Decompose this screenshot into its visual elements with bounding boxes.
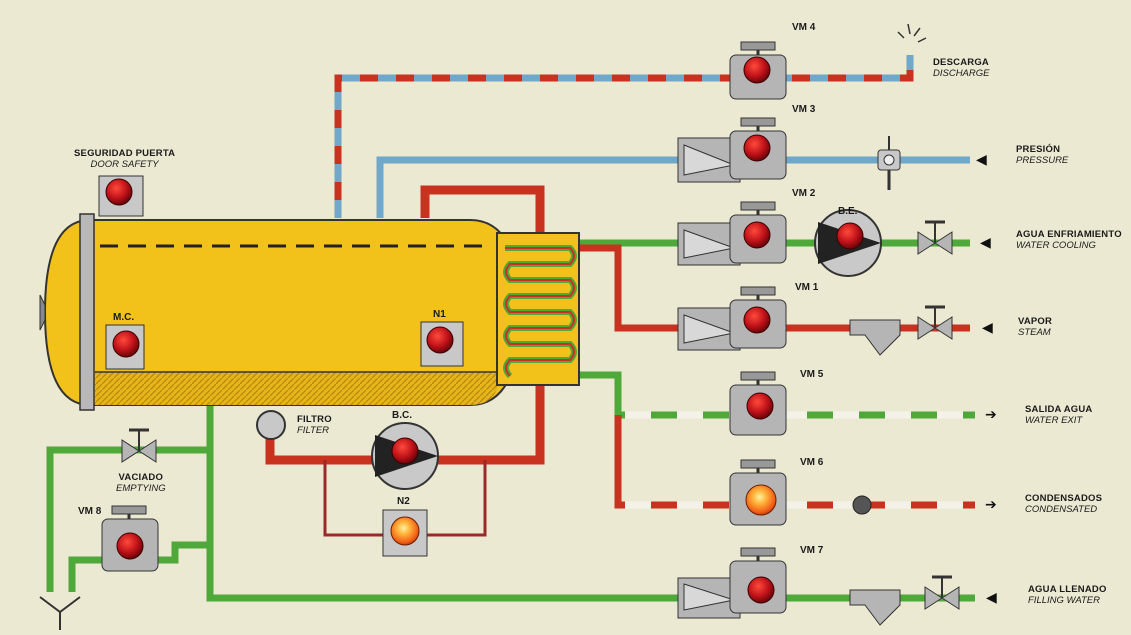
tag-vm5: VM 5 <box>800 369 824 380</box>
label-condensated: CONDENSADOS CONDENSATED <box>1025 493 1102 515</box>
tag-bc: B.C. <box>392 410 412 421</box>
tag-vm6: VM 6 <box>800 457 824 468</box>
label-pressure: PRESIÓN PRESSURE <box>1016 144 1068 166</box>
tag-vm2: VM 2 <box>792 188 816 199</box>
strainer-filling-icon <box>849 589 901 626</box>
label-discharge: DESCARGA DISCHARGE <box>933 57 989 79</box>
arrow-in-pressure-icon: ◀ <box>976 152 987 168</box>
label-water-cooling-es: AGUA ENFRIAMIENTO <box>1016 229 1122 240</box>
tag-vm7: VM 7 <box>800 545 824 556</box>
check-valve-icon <box>852 495 872 515</box>
drain-funnel-icon <box>39 596 81 630</box>
manual-valve-emptying-icon <box>121 428 157 463</box>
arrow-out-water-exit-icon: ➔ <box>985 407 997 423</box>
label-water-cooling: AGUA ENFRIAMIENTO WATER COOLING <box>1016 229 1122 251</box>
indicator-vm4[interactable] <box>743 56 771 84</box>
indicator-vm1[interactable] <box>743 306 771 334</box>
label-filter-en: FILTER <box>297 425 330 436</box>
pressure-regulator-icon <box>877 136 901 190</box>
indicator-mc[interactable] <box>112 330 140 358</box>
arrow-in-filling-icon: ◀ <box>986 590 997 606</box>
arrow-in-cooling-icon: ◀ <box>980 235 991 251</box>
indicator-n2[interactable] <box>390 516 420 546</box>
label-steam-es: VAPOR <box>1018 316 1053 327</box>
tag-be: B.E. <box>838 206 858 217</box>
indicator-vm2[interactable] <box>743 221 771 249</box>
pipe-emptying-branch <box>68 541 210 592</box>
label-filter: FILTRO FILTER <box>297 414 332 436</box>
label-condensated-es: CONDENSADOS <box>1025 493 1103 504</box>
label-door-safety-es: SEGURIDAD PUERTA <box>74 148 176 159</box>
indicator-bc[interactable] <box>391 437 419 465</box>
label-pressure-es: PRESIÓN <box>1016 144 1061 155</box>
label-condensated-en: CONDENSATED <box>1025 504 1098 515</box>
label-steam-en: STEAM <box>1018 327 1051 338</box>
tag-vm4: VM 4 <box>792 22 816 33</box>
pipe-steam <box>578 244 970 332</box>
heat-exchanger <box>496 232 580 386</box>
pipe-heating-loop <box>420 185 545 240</box>
tag-vm1: VM 1 <box>795 282 819 293</box>
arrow-out-condensated-icon: ➔ <box>985 497 997 513</box>
manual-valve-filling-icon <box>924 575 960 610</box>
indicator-be[interactable] <box>836 222 864 250</box>
label-emptying-en: EMPTYING <box>116 483 166 494</box>
label-filling-water-es: AGUA LLENADO <box>1028 584 1107 595</box>
tag-mc: M.C. <box>113 312 135 323</box>
indicator-vm5[interactable] <box>746 392 774 420</box>
label-water-exit-en: WATER EXIT <box>1025 415 1083 426</box>
tag-n2: N2 <box>397 496 410 507</box>
filter-icon <box>256 410 286 440</box>
indicator-vm7[interactable] <box>747 576 775 604</box>
indicator-door-safety[interactable] <box>105 178 133 206</box>
label-water-exit-es: SALIDA AGUA <box>1025 404 1093 415</box>
manual-valve-cooling-icon <box>917 220 953 255</box>
pipe-condensated <box>614 415 975 509</box>
label-steam: VAPOR STEAM <box>1018 316 1052 338</box>
label-water-cooling-en: WATER COOLING <box>1016 240 1096 251</box>
label-door-safety: SEGURIDAD PUERTA DOOR SAFETY <box>74 148 175 170</box>
tag-vm3: VM 3 <box>792 104 816 115</box>
label-door-safety-en: DOOR SAFETY <box>90 159 159 170</box>
tag-vm8: VM 8 <box>78 506 102 517</box>
exhaust-icon <box>897 23 927 43</box>
label-pressure-en: PRESSURE <box>1016 155 1069 166</box>
label-filling-water-en: FILLING WATER <box>1028 595 1100 606</box>
label-emptying-es: VACIADO <box>118 472 164 483</box>
label-discharge-en: DISCHARGE <box>933 68 990 79</box>
pipe-discharge <box>334 55 914 218</box>
indicator-n1[interactable] <box>426 326 454 354</box>
label-discharge-es: DESCARGA <box>933 57 989 68</box>
label-emptying: VACIADO EMPTYING <box>116 472 166 494</box>
arrow-in-steam-icon: ◀ <box>982 320 993 336</box>
strainer-steam-icon <box>849 319 901 356</box>
indicator-vm3[interactable] <box>743 134 771 162</box>
pipe-emptying <box>46 446 210 592</box>
label-filling-water: AGUA LLENADO FILLING WATER <box>1028 584 1107 606</box>
tag-n1: N1 <box>433 309 446 320</box>
label-water-exit: SALIDA AGUA WATER EXIT <box>1025 404 1092 426</box>
manual-valve-steam-icon <box>917 305 953 340</box>
autoclave-tank <box>39 213 522 411</box>
indicator-vm8[interactable] <box>116 532 144 560</box>
pipe-water-exit <box>578 371 975 419</box>
label-filter-es: FILTRO <box>297 414 332 425</box>
indicator-vm6[interactable] <box>745 484 777 516</box>
